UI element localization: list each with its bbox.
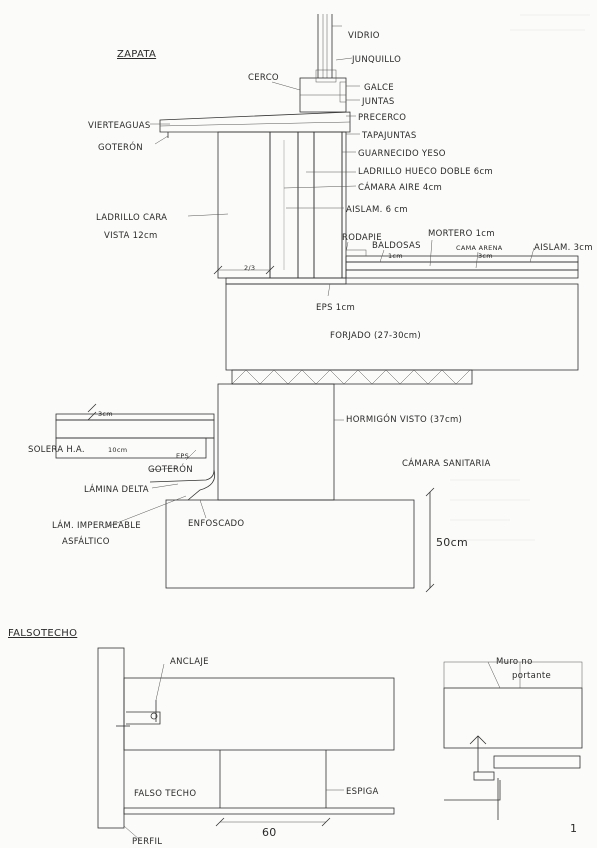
falsotecho-detail: FALSOTECHO ANCLAJE FALSO TECHO ESPIGA P [8, 628, 583, 847]
ladrillo-hueco [297, 131, 315, 279]
label-falso-techo: FALSO TECHO [134, 789, 196, 799]
hormigon-visto [217, 383, 335, 501]
falsotecho-title: FALSOTECHO [8, 628, 77, 639]
label-solera-dim: 10cm [108, 446, 127, 454]
label-galce: GALCE [364, 83, 394, 93]
label-muro-1: Muro no [496, 657, 533, 667]
label-eps: EPS 1cm [316, 303, 355, 313]
label-anclaje: ANCLAJE [170, 657, 209, 667]
zapata-detail: ZAPATA [28, 14, 593, 593]
label-vierteaguas: VIERTEAGUAS [88, 121, 151, 131]
label-solera: SOLERA H.A. [28, 445, 85, 455]
label-cama-arena: CAMA ARENA [456, 244, 503, 252]
label-vidrio: VIDRIO [348, 31, 380, 41]
label-perfil: PERFIL [132, 837, 162, 847]
label-goteron-top: GOTERÓN [98, 141, 143, 153]
label-guarnecido: GUARNECIDO YESO [358, 149, 446, 159]
side-wall [97, 647, 125, 829]
zapata-title: ZAPATA [117, 49, 156, 60]
label-dim-50: 50cm [436, 536, 468, 549]
label-mortero: MORTERO 1cm [428, 229, 495, 239]
label-tapajuntas: TAPAJUNTAS [361, 131, 417, 141]
label-forjado: FORJADO (27-30cm) [330, 331, 421, 341]
label-dim-60: 60 [262, 826, 277, 839]
solera [55, 403, 216, 501]
zigzag-band [231, 369, 473, 385]
paper-bleed-through [450, 14, 590, 541]
label-hormigon: HORMIGÓN VISTO (37cm) [346, 413, 462, 425]
label-baldosas: BALDOSAS [372, 241, 421, 251]
label-lamina-imp-2: ASFÁLTICO [62, 535, 110, 547]
label-goteron-bottom: GOTERÓN [148, 463, 193, 475]
label-dim-2-3: 2/3 [244, 264, 255, 272]
slab [123, 677, 395, 751]
label-enfoscado: ENFOSCADO [188, 519, 244, 529]
anclaje-bracket [116, 711, 161, 727]
label-aislam-3: AISLAM. 3cm [534, 243, 593, 253]
floor-layers [345, 249, 579, 279]
label-junquillo: JUNQUILLO [351, 55, 401, 65]
vierteaguas [159, 111, 351, 138]
label-ladrillo-hueco: LADRILLO HUECO DOBLE 6cm [358, 167, 493, 177]
ladrillo-cara-vista [217, 131, 271, 279]
label-muro-2: portante [512, 671, 551, 681]
label-dim-3cm: 3cm [98, 410, 113, 418]
label-aislam-6: AISLAM. 6 cm [346, 205, 408, 215]
label-rodapie: RODAPIE [342, 233, 382, 243]
falso-techo-board [123, 807, 395, 815]
window-frame [299, 14, 347, 113]
label-eps-small: EPS [176, 452, 189, 460]
page-number: 1 [570, 822, 577, 835]
label-ladrillo-cara-1: LADRILLO CARA [96, 213, 167, 223]
label-cama-arena-dim: 3cm [478, 252, 493, 260]
label-cerco: CERCO [248, 73, 279, 83]
zapata-block [165, 499, 415, 589]
label-baldosas-dim: 1cm [388, 252, 403, 260]
label-espiga: ESPIGA [346, 787, 379, 797]
label-camara-sanitaria: CÁMARA SANITARIA [402, 457, 491, 469]
label-lamina-imp-1: LÁM. IMPERMEABLE [52, 519, 141, 531]
label-juntas: JUNTAS [361, 97, 395, 107]
label-ladrillo-cara-2: VISTA 12cm [104, 231, 158, 241]
muro-no-portante-detail: Muro no portante [443, 657, 583, 820]
label-camara-aire: CÁMARA AIRE 4cm [358, 181, 442, 193]
tabique-interior [313, 131, 343, 279]
forjado [225, 283, 579, 371]
label-lamina-delta: LÁMINA DELTA [84, 483, 149, 495]
eps-strip [225, 277, 347, 285]
label-precerco: PRECERCO [358, 113, 406, 123]
zapata-leaders [103, 25, 535, 529]
